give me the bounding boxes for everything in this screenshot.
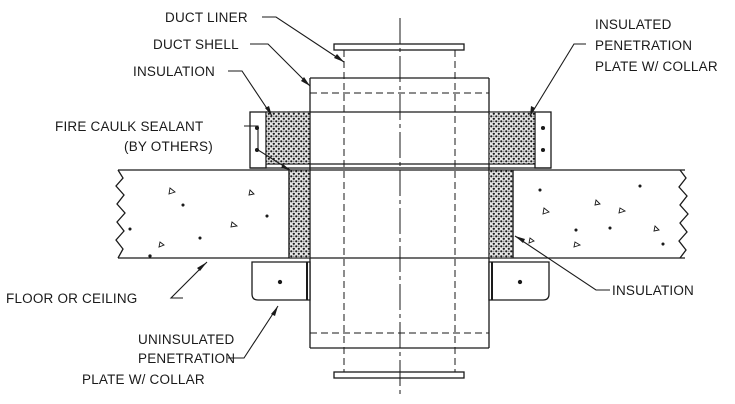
duct — [309, 18, 490, 396]
uninsulated-penetration-plate — [251, 261, 550, 301]
leader-lines — [169, 16, 610, 359]
label-duct-liner: DUCT LINER — [165, 10, 248, 25]
label-uninsulated-plate-line1: UNINSULATED — [138, 332, 235, 347]
slab-insulation — [288, 169, 514, 259]
leader-arrowheads — [197, 54, 535, 316]
label-uninsulated-plate-line2: PENETRATION — [138, 351, 235, 366]
label-fire-caulk-line2: (BY OTHERS) — [124, 139, 213, 154]
label-insulation-right: INSULATION — [612, 283, 694, 298]
label-insulated-plate-line1: INSULATED — [595, 17, 672, 32]
label-duct-shell: DUCT SHELL — [153, 37, 239, 52]
callout-labels: DUCT LINER DUCT SHELL INSULATION FIRE CA… — [6, 10, 718, 387]
concrete-slab — [115, 169, 689, 259]
label-floor-or-ceiling: FLOOR OR CEILING — [6, 291, 137, 306]
label-insulation-top: INSULATION — [133, 64, 215, 79]
concrete-aggregate-marks — [128, 184, 665, 258]
label-insulated-plate-line2: PENETRATION — [595, 38, 692, 53]
insulation-blocks-top — [265, 111, 536, 165]
label-insulated-plate-line3: PLATE W/ COLLAR — [595, 59, 718, 74]
label-fire-caulk-line1: FIRE CAULK SEALANT — [55, 119, 203, 134]
label-uninsulated-plate-line3: PLATE W/ COLLAR — [82, 372, 205, 387]
